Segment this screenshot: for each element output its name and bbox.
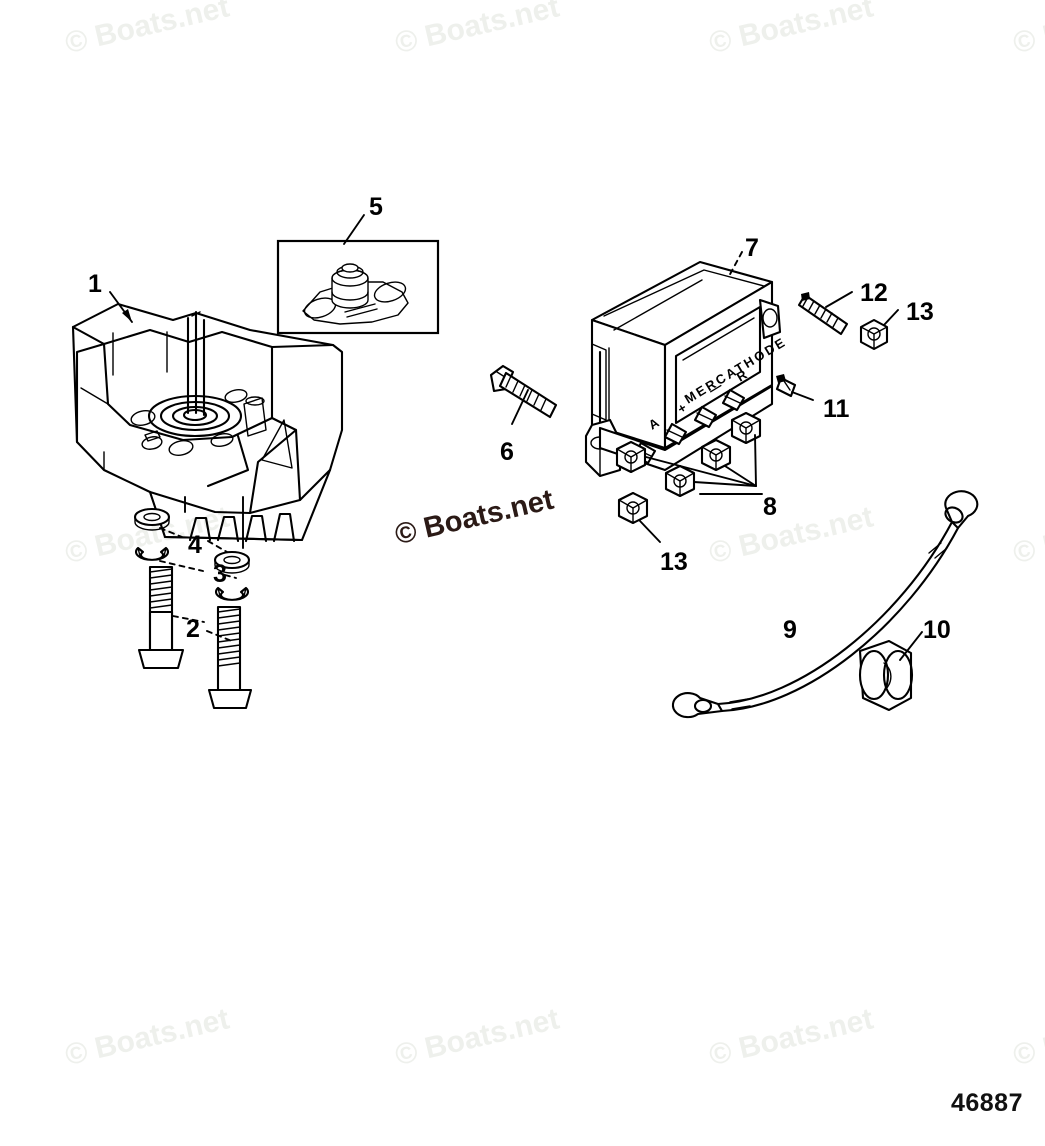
- part-13-nut-upper: [859, 318, 889, 351]
- leader-4b: [207, 540, 228, 553]
- leader-4a: [159, 527, 183, 538]
- leader-5: [343, 214, 365, 245]
- callout-screw: 11: [823, 395, 850, 423]
- part-12-threaded-screw: [797, 292, 849, 336]
- callout-bolt: 2: [186, 615, 200, 643]
- leader-3b: [224, 574, 237, 579]
- part-13-nut-lower: [617, 491, 649, 525]
- part-3-lock-washer-right: [215, 586, 249, 601]
- callout-threaded-screw: 12: [860, 279, 888, 307]
- leader-8-b: [693, 481, 757, 487]
- drawing-number: 46887: [950, 1089, 1023, 1117]
- leader-8-c: [724, 465, 757, 487]
- callout-gimbal-housing-bracket: 1: [88, 270, 102, 298]
- leader-3a: [159, 560, 204, 572]
- part-8-nut-1: [615, 440, 647, 474]
- leader-13-upper: [883, 309, 899, 326]
- leader-6: [511, 389, 529, 425]
- leader-8-d: [754, 434, 757, 487]
- part-11-screw: [775, 374, 797, 398]
- callout-nut-set: 8: [763, 493, 777, 521]
- part-8-nut-3: [700, 438, 732, 472]
- leader-13-lower: [639, 520, 661, 543]
- part-4-flat-washer-left: [133, 507, 171, 531]
- callout-nut: 13: [906, 298, 934, 326]
- leader-8-a: [645, 456, 757, 487]
- part-9-ground-wire: [671, 490, 979, 719]
- leader-11: [791, 391, 814, 401]
- part-8-nut-2: [664, 464, 696, 498]
- part-5-inset-box: [276, 239, 440, 335]
- callout-nut: 13: [660, 548, 688, 576]
- callout-lock-washer: 3: [213, 560, 227, 588]
- part-8-nut-4: [730, 411, 762, 445]
- part-10-insulating-sleeve: [858, 639, 914, 712]
- part-4-flat-washer-right: [213, 550, 251, 574]
- part-2-bolt-left: [137, 565, 185, 670]
- part-6-hex-bolt: [489, 364, 558, 419]
- part-3-lock-washer-left: [135, 546, 169, 561]
- part-5-reference-electrode: [302, 263, 409, 325]
- part-1-gimbal-housing-bracket: [71, 302, 344, 543]
- callout-insulating-sleeve: 10: [923, 616, 951, 644]
- part-2-bolt-right: [207, 605, 253, 710]
- callout-reference-electrode: 5: [369, 193, 383, 221]
- callout-ground-wire-assembly: 9: [783, 616, 797, 644]
- callout-hex-bolt: 6: [500, 438, 514, 466]
- leader-2b: [206, 630, 235, 643]
- leader-2a: [172, 615, 205, 623]
- leader-12: [825, 291, 853, 308]
- leader-7: [727, 251, 743, 279]
- callout-mercathode-controller: 7: [745, 234, 759, 262]
- leader-10: [899, 631, 923, 661]
- callout-flat-washer: 4: [188, 531, 202, 559]
